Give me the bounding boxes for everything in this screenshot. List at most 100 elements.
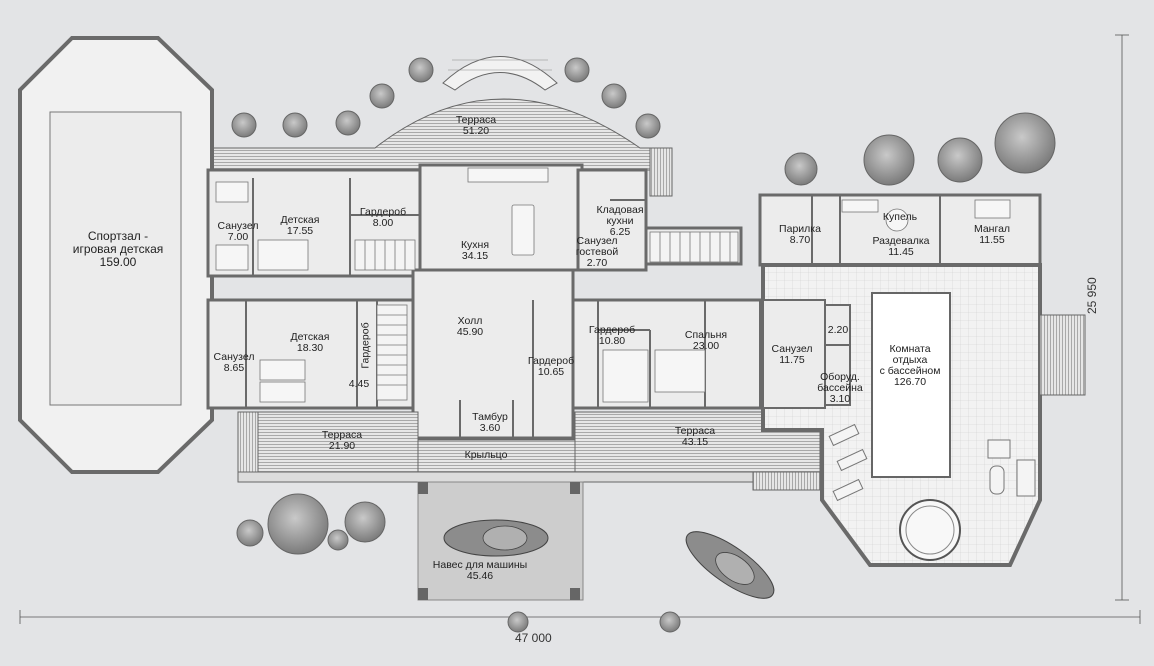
room-area: 2.70 <box>586 257 608 269</box>
room-area: 11.75 <box>779 354 805 366</box>
terrace-south <box>237 411 821 491</box>
room-area: 10.80 <box>598 335 626 347</box>
room-name: Санузел <box>213 351 255 363</box>
carport-label: Навес для машины 45.46 <box>433 560 527 582</box>
tree-icon <box>863 134 915 186</box>
tree-icons <box>231 57 1056 633</box>
room-area: 6.25 <box>609 226 631 238</box>
bed-icon <box>259 359 306 381</box>
room-name: Навес для машины <box>432 559 528 571</box>
room-name: Терраса <box>321 429 363 441</box>
room-name: Терраса <box>455 114 497 126</box>
bath1-label: Санузел 7.00 <box>218 221 259 243</box>
width-dimension: 47 000 <box>515 631 552 645</box>
room-area: 51.20 <box>462 125 490 137</box>
sauna-label: Парилка 8.70 <box>779 224 821 246</box>
room-name: Кухня <box>460 239 490 251</box>
hall-label: Холл 45.90 <box>457 316 483 338</box>
room-area: 11.45 <box>888 246 914 258</box>
terrace-se-label: Терраса 43.15 <box>675 426 715 448</box>
room-name: Терраса <box>674 425 716 437</box>
kitchen-label: Кухня 34.15 <box>461 240 489 262</box>
tree-icon <box>784 152 818 186</box>
wardrobe2-area: 4.45 <box>349 379 369 390</box>
room-area: 8.65 <box>223 362 245 374</box>
room-area: 10.65 <box>537 366 565 378</box>
room-name: Санузел <box>217 220 259 232</box>
room-area: 23.00 <box>692 340 720 352</box>
pool-equipment-label: Оборуд. бассейна 3.10 <box>817 372 862 405</box>
depth-dimension: 25 950 <box>1085 277 1099 314</box>
guest-bath-label: Санузел гостевой 2.70 <box>576 236 618 269</box>
room-name: Спальня <box>684 329 728 341</box>
room-name: Крыльцо <box>464 449 508 461</box>
room-name: Оборуд. бассейна <box>817 371 863 394</box>
vestibule-label: Тамбур 3.60 <box>472 412 508 434</box>
tree-icon <box>335 110 361 136</box>
room-area: 159.00 <box>99 255 137 269</box>
bed-icon <box>257 239 309 271</box>
terrace-sw-label: Терраса 21.90 <box>322 430 362 452</box>
bedroom-label: Спальня 23.00 <box>685 330 727 352</box>
sofa-icon <box>1016 459 1036 497</box>
room-area: 7.00 <box>227 231 249 243</box>
wardrobe1-label: Гардероб 8.00 <box>360 207 406 229</box>
dimension-lines <box>19 34 1141 624</box>
room-area: 4.45 <box>348 378 370 390</box>
tree-icon <box>635 113 661 139</box>
small-room-label: 2.20 <box>828 325 848 336</box>
room-area: 43.15 <box>681 436 709 448</box>
room-name: Гардероб <box>359 322 372 369</box>
room-area: 8.00 <box>372 217 394 229</box>
room-name: Детская <box>290 331 330 343</box>
room-area: 18.30 <box>296 342 324 354</box>
gym-label: Спортзал - игровая детская 159.00 <box>73 230 164 269</box>
room-name: Санузел гостевой <box>575 235 619 258</box>
bath2-label: Санузел 8.65 <box>214 352 255 374</box>
rest-room-label: Комната отдыха с бассейном 126.70 <box>880 344 941 388</box>
room-area: 126.70 <box>893 376 927 388</box>
stair-icon <box>354 231 739 401</box>
room-name: Парилка <box>779 223 821 235</box>
tree-icon <box>231 112 257 138</box>
room-name: Спортзал - игровая детская <box>72 229 164 256</box>
tree-icon <box>369 83 395 109</box>
porch-label: Крыльцо <box>465 450 508 461</box>
terrace-north <box>209 56 673 197</box>
bbq-label: Мангал 11.55 <box>974 224 1010 246</box>
hot-tub-icon <box>899 499 961 561</box>
tree-icon <box>236 519 264 547</box>
room-area: 8.70 <box>789 234 811 246</box>
room-area: 45.90 <box>456 326 484 338</box>
plunge-label: Купель <box>883 212 917 223</box>
kids2-label: Детская 18.30 <box>291 332 330 354</box>
room-area: 17.55 <box>286 225 314 237</box>
room-name: Детская <box>280 214 320 226</box>
pool-wing <box>761 263 1086 567</box>
room-name: Холл <box>457 315 483 327</box>
gym-pavilion <box>18 36 214 474</box>
room-area: 2.20 <box>827 324 849 336</box>
room-name: Гардероб <box>359 206 407 218</box>
room-name: Тамбур <box>472 411 508 423</box>
room-area: 3.60 <box>479 422 501 434</box>
room-name: Кладовая кухни <box>596 204 644 227</box>
room-area: 45.46 <box>466 570 494 582</box>
room-area: 11.55 <box>979 234 1005 246</box>
room-name: Раздевалка <box>872 235 930 247</box>
room-area: 34.15 <box>461 250 489 262</box>
pantry-label: Кладовая кухни 6.25 <box>596 205 643 238</box>
wardrobe3-label: Гардероб 10.65 <box>528 356 574 378</box>
room-name: Гардероб <box>527 355 575 367</box>
tree-icon <box>327 529 349 551</box>
room-area: 21.90 <box>328 440 356 452</box>
kids1-label: Детская 17.55 <box>281 215 320 237</box>
tree-icon <box>937 137 983 183</box>
tree-icon <box>507 611 529 633</box>
room-name: Гардероб <box>588 324 636 336</box>
room-name: Купель <box>882 211 918 223</box>
tree-icon <box>601 83 627 109</box>
tree-icon <box>564 57 590 83</box>
tree-icon <box>659 611 681 633</box>
